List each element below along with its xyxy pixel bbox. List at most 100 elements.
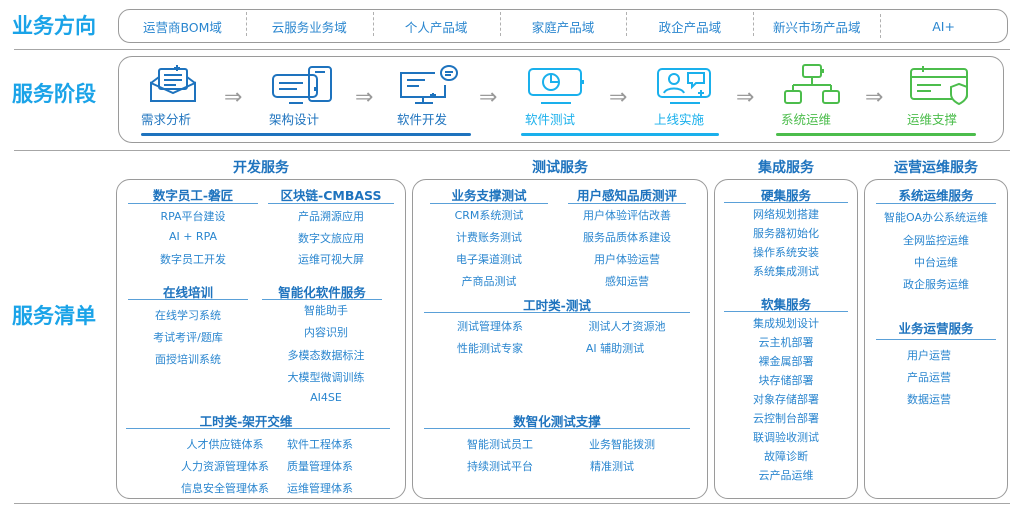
direction-item[interactable]: 个人产品域 [372,11,500,36]
list-item[interactable]: 网络规划搭建 [753,208,819,221]
list-item[interactable]: CRM系统测试 [454,209,524,222]
group-title: 系统运维服务 [898,188,974,203]
stage-requirements[interactable]: 需求分析 [141,63,221,133]
stage-label: 软件开发 [397,112,448,127]
list-item[interactable]: 人才供应链体系 [186,438,264,451]
list-item[interactable]: AI 辅助测试 [585,342,645,355]
group-title: 业务支撑测试 [451,188,527,203]
direction-item[interactable]: 新兴市场产品域 [753,11,880,36]
group-underline [430,203,548,204]
list-item[interactable]: 智能助手 [304,304,348,317]
list-item[interactable]: 用户运营 [907,349,951,362]
list-item[interactable]: 产品溯源应用 [298,210,364,223]
list-item[interactable]: 多模态数据标注 [287,349,365,362]
list-item[interactable]: 操作系统安装 [753,246,819,259]
list-item[interactable]: 智能OA办公系统运维 [884,211,988,224]
group-title: 在线培训 [162,285,213,300]
pie-chart-screen-icon [528,68,584,104]
list-item[interactable]: 云主机部署 [758,336,814,349]
list-item[interactable]: 对象存储部署 [753,393,819,406]
list-item[interactable]: 质量管理体系 [287,460,353,473]
category-title-dev: 开发服务 [233,160,289,176]
arrow-icon: ⇒ [224,85,243,110]
arrow-icon: ⇒ [865,85,884,110]
list-item[interactable]: 运维可视大屏 [298,253,364,266]
stage-ops-support[interactable]: 运维支撑 [907,63,987,133]
direction-item[interactable]: 家庭产品域 [499,11,627,36]
stage-label: 架构设计 [269,112,320,127]
direction-item[interactable]: 运营商BOM域 [142,19,222,35]
list-item[interactable]: 数字文旅应用 [298,232,364,245]
list-item[interactable]: 测试人才资源池 [588,320,666,333]
list-item[interactable]: 大模型微调训练 [287,371,365,384]
list-item[interactable]: 面授培训系统 [155,353,221,366]
list-item[interactable]: 测试管理体系 [457,320,523,333]
group-underline [724,311,848,312]
list-item[interactable]: 云产品运维 [758,469,814,482]
dev-phase-underline [141,133,471,136]
user-chat-screen-icon [657,68,711,104]
list-item[interactable]: AI + RPA [168,230,218,243]
list-item[interactable]: 用户体验评估改善 [583,209,671,222]
list-item[interactable]: 云控制台部署 [753,412,819,425]
list-item[interactable]: 持续测试平台 [467,460,533,473]
direction-item[interactable]: AI+ [880,13,1007,38]
list-item[interactable]: 服务器初始化 [753,227,819,240]
list-item[interactable]: 计费账务测试 [456,231,522,244]
list-item[interactable]: 软件工程体系 [287,438,353,451]
direction-item[interactable]: 云服务业务域 [245,11,373,36]
list-item[interactable]: 中台运维 [914,256,958,269]
list-item[interactable]: 用户体验运营 [594,253,660,266]
arrow-icon: ⇒ [736,85,755,110]
arrow-icon: ⇒ [355,85,374,110]
group-underline [262,299,382,300]
divider [14,150,1010,151]
stage-development[interactable]: 软件开发 [397,63,477,133]
direction-item[interactable]: 政企产品域 [626,11,753,36]
list-item[interactable]: 政企服务运维 [903,278,969,291]
list-item[interactable]: 产商品测试 [461,275,517,288]
group-underline [126,428,390,429]
list-item[interactable]: RPA平台建设 [160,210,226,223]
list-item[interactable]: 故障诊断 [764,450,808,463]
list-item[interactable]: 内容识别 [304,326,348,339]
list-item[interactable]: 考试考评/题库 [153,331,223,344]
stage-system-ops[interactable]: 系统运维 [781,63,861,133]
list-item[interactable]: 数字员工开发 [160,253,226,266]
list-item[interactable]: 服务品质体系建设 [583,231,671,244]
list-item[interactable]: 精准测试 [590,460,634,473]
stage-testing[interactable]: 软件测试 [525,63,605,133]
stage-deployment[interactable]: 上线实施 [654,63,734,133]
list-item[interactable]: 业务智能拨测 [589,438,655,451]
list-item[interactable]: 感知运营 [605,275,649,288]
list-item[interactable]: 数据运营 [907,393,951,406]
test-services-panel [412,179,708,499]
group-title: 数智化测试支撑 [513,414,601,429]
list-item[interactable]: 产品运营 [907,371,951,384]
list-item[interactable]: 性能测试专家 [457,342,523,355]
group-underline [876,339,996,340]
hierarchy-icon [784,64,840,104]
group-title: 区块链-CMBASS [280,188,382,203]
stage-label: 上线实施 [654,112,705,127]
list-item[interactable]: 联调验收测试 [753,431,819,444]
group-title: 工时类-测试 [523,298,591,313]
list-item[interactable]: 裸金属部署 [758,355,814,368]
list-item[interactable]: 全网监控运维 [903,234,969,247]
list-item[interactable]: 人力资源管理体系 [181,460,269,473]
list-item[interactable]: 块存储部署 [758,374,814,387]
list-item[interactable]: 智能测试员工 [467,438,533,451]
group-title: 软集服务 [760,297,811,312]
list-item[interactable]: AI4SE [310,391,342,404]
stage-architecture[interactable]: 架构设计 [269,63,349,133]
list-item[interactable]: 运维管理体系 [287,482,353,495]
list-item[interactable]: 在线学习系统 [155,309,221,322]
list-item[interactable]: 系统集成测试 [753,265,819,278]
group-underline [424,312,690,313]
list-item[interactable]: 集成规划设计 [753,317,819,330]
envelope-document-icon [150,65,196,102]
stage-label: 软件测试 [525,112,576,127]
row-label-service-list: 服务清单 [12,304,96,328]
list-item[interactable]: 电子渠道测试 [456,253,522,266]
list-item[interactable]: 信息安全管理体系 [181,482,269,495]
